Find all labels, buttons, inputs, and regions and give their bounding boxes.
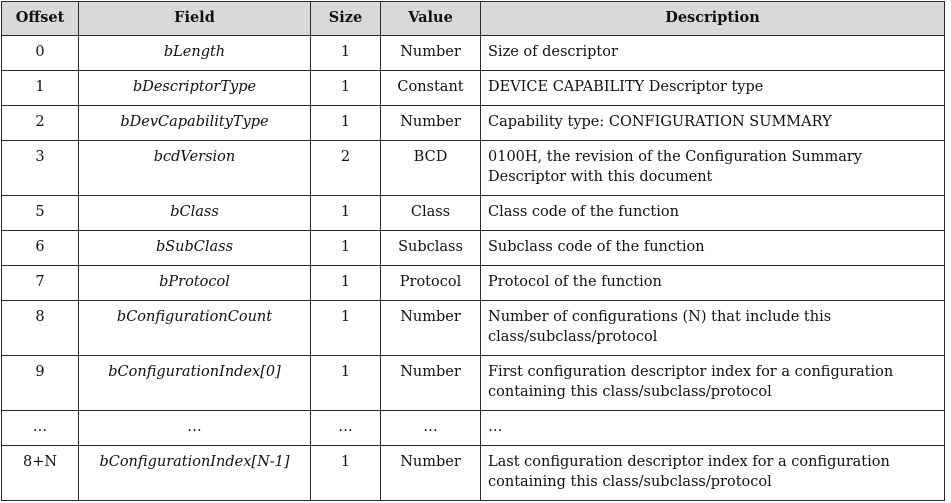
cell-size: 1 xyxy=(310,105,381,141)
cell-field: bConfigurationIndex[0] xyxy=(78,355,311,411)
table-row: 3 bcdVersion 2 BCD 0100H, the revision o… xyxy=(1,140,945,196)
cell-field: bDevCapabilityType xyxy=(78,105,311,141)
cell-size: 1 xyxy=(310,265,381,301)
cell-field: bSubClass xyxy=(78,230,311,266)
cell-size: 1 xyxy=(310,445,381,501)
cell-field: bLength xyxy=(78,35,311,71)
header-field: Field xyxy=(78,1,311,36)
table-row: 8+N bConfigurationIndex[N-1] 1 Number La… xyxy=(1,445,945,501)
table-row: 2 bDevCapabilityType 1 Number Capability… xyxy=(1,105,945,141)
cell-size: 1 xyxy=(310,35,381,71)
cell-value: Class xyxy=(380,195,481,231)
cell-description: First configuration descriptor index for… xyxy=(480,355,945,411)
cell-description: Last configuration descriptor index for … xyxy=(480,445,945,501)
table-row: 9 bConfigurationIndex[0] 1 Number First … xyxy=(1,355,945,411)
cell-description: Protocol of the function xyxy=(480,265,945,301)
cell-offset: … xyxy=(1,410,79,446)
cell-field: bClass xyxy=(78,195,311,231)
cell-size: 1 xyxy=(310,70,381,106)
cell-value: Constant xyxy=(380,70,481,106)
cell-offset: 0 xyxy=(1,35,79,71)
cell-offset: 1 xyxy=(1,70,79,106)
cell-offset: 7 xyxy=(1,265,79,301)
cell-value: Number xyxy=(380,35,481,71)
cell-size: … xyxy=(310,410,381,446)
cell-value: Number xyxy=(380,355,481,411)
cell-description: … xyxy=(480,410,945,446)
cell-value: … xyxy=(380,410,481,446)
table-row: 6 bSubClass 1 Subclass Subclass code of … xyxy=(1,230,945,266)
cell-size: 1 xyxy=(310,230,381,266)
cell-size: 2 xyxy=(310,140,381,196)
cell-field: … xyxy=(78,410,311,446)
cell-description: Class code of the function xyxy=(480,195,945,231)
table-row: 1 bDescriptorType 1 Constant DEVICE CAPA… xyxy=(1,70,945,106)
cell-description: 0100H, the revision of the Configuration… xyxy=(480,140,945,196)
cell-value: Number xyxy=(380,105,481,141)
cell-size: 1 xyxy=(310,195,381,231)
cell-offset: 3 xyxy=(1,140,79,196)
cell-field: bConfigurationIndex[N-1] xyxy=(78,445,311,501)
cell-value: Subclass xyxy=(380,230,481,266)
table-header-row: Offset Field Size Value Description xyxy=(1,1,945,36)
cell-description: Capability type: CONFIGURATION SUMMARY xyxy=(480,105,945,141)
cell-offset: 8+N xyxy=(1,445,79,501)
cell-field: bDescriptorType xyxy=(78,70,311,106)
cell-value: Number xyxy=(380,300,481,356)
cell-offset: 2 xyxy=(1,105,79,141)
cell-field: bcdVersion xyxy=(78,140,311,196)
cell-description: Number of configurations (N) that includ… xyxy=(480,300,945,356)
header-size: Size xyxy=(310,1,381,36)
cell-field: bProtocol xyxy=(78,265,311,301)
header-description: Description xyxy=(480,1,945,36)
cell-description: Size of descriptor xyxy=(480,35,945,71)
cell-field: bConfigurationCount xyxy=(78,300,311,356)
cell-offset: 8 xyxy=(1,300,79,356)
cell-size: 1 xyxy=(310,355,381,411)
cell-offset: 5 xyxy=(1,195,79,231)
header-value: Value xyxy=(380,1,481,36)
cell-description: DEVICE CAPABILITY Descriptor type xyxy=(480,70,945,106)
cell-size: 1 xyxy=(310,300,381,356)
cell-value: BCD xyxy=(380,140,481,196)
header-offset: Offset xyxy=(1,1,79,36)
table-row: … … … … … xyxy=(1,410,945,446)
cell-value: Protocol xyxy=(380,265,481,301)
table-row: 0 bLength 1 Number Size of descriptor xyxy=(1,35,945,71)
table-row: 7 bProtocol 1 Protocol Protocol of the f… xyxy=(1,265,945,301)
cell-value: Number xyxy=(380,445,481,501)
cell-offset: 6 xyxy=(1,230,79,266)
table-row: 8 bConfigurationCount 1 Number Number of… xyxy=(1,300,945,356)
table-row: 5 bClass 1 Class Class code of the funct… xyxy=(1,195,945,231)
cell-offset: 9 xyxy=(1,355,79,411)
cell-description: Subclass code of the function xyxy=(480,230,945,266)
